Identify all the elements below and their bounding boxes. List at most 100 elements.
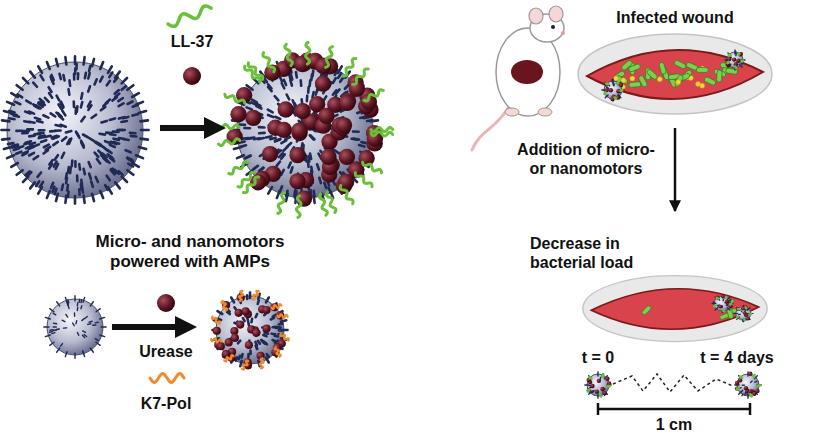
illustration-part <box>56 59 58 66</box>
illustration-part <box>78 299 80 302</box>
illustration-part <box>4 111 11 113</box>
illustration-part <box>722 309 724 311</box>
illustration-part <box>16 152 21 154</box>
illustration-part <box>81 141 84 146</box>
illustration-part <box>629 82 641 88</box>
illustration-part <box>674 60 687 70</box>
illustration-part <box>529 8 543 24</box>
illustration-part <box>289 162 291 167</box>
illustration-part <box>583 276 767 342</box>
label-text: t = 4 days <box>694 348 780 367</box>
illustration-part <box>183 67 201 85</box>
mouse-illustration <box>472 6 565 150</box>
illustration-part <box>613 374 733 392</box>
illustration-part <box>279 153 283 157</box>
illustration-part <box>111 170 115 174</box>
illustration-part <box>69 168 72 174</box>
illustration-part <box>41 75 44 80</box>
illustration-part <box>619 83 623 87</box>
illustration-part <box>620 89 624 90</box>
illustration-part <box>354 137 359 141</box>
illustration-part <box>591 289 758 329</box>
illustration-part <box>657 77 662 82</box>
illustration-part <box>67 89 70 95</box>
illustration-part <box>736 58 740 62</box>
illustration-part <box>105 141 110 143</box>
illustration-part <box>674 74 684 87</box>
illustration-part <box>24 120 29 124</box>
illustration-part <box>122 177 127 182</box>
illustration-part <box>7 155 14 158</box>
illustration-part <box>81 117 84 121</box>
illustration-part <box>727 57 731 61</box>
illustration-part <box>136 102 143 105</box>
illustration-part <box>100 317 105 319</box>
illustration-part <box>89 162 91 167</box>
illustration-part <box>279 322 282 325</box>
illustration-part <box>62 111 65 116</box>
illustration-part <box>16 129 22 132</box>
illustration-part <box>225 338 233 346</box>
illustration-part <box>140 137 148 141</box>
illustration-part <box>353 69 369 84</box>
illustration-part <box>239 356 240 359</box>
illustration-part <box>81 102 82 107</box>
illustration-part <box>247 107 252 109</box>
illustration-part <box>225 94 245 103</box>
illustration-part <box>89 174 91 179</box>
illustration-part <box>659 62 667 75</box>
illustration-part <box>2 119 10 123</box>
illustration-part <box>53 313 56 315</box>
illustration-part <box>736 387 739 390</box>
illustration-part <box>88 102 91 107</box>
illustration-part <box>50 342 54 345</box>
wound-dish <box>580 274 770 344</box>
illustration-part <box>76 106 79 112</box>
illustration-part <box>100 132 106 135</box>
illustration-part <box>55 189 57 194</box>
illustration-part <box>211 338 221 342</box>
illustration-part <box>92 194 94 201</box>
illustration-part <box>729 303 733 304</box>
illustration-part <box>738 52 740 55</box>
illustration-part <box>333 90 336 94</box>
illustration-part <box>95 339 98 341</box>
illustration-part <box>239 123 245 126</box>
illustration-part <box>607 385 610 387</box>
illustration-part <box>333 78 336 83</box>
illustration-part <box>278 101 294 117</box>
illustration-part <box>95 142 100 145</box>
illustration-part <box>168 6 211 26</box>
label-text: Urease <box>126 342 206 361</box>
illustration-part <box>353 130 359 133</box>
illustration-part <box>240 361 241 366</box>
illustration-part <box>128 102 133 104</box>
illustration-part <box>700 83 705 88</box>
illustration-part <box>111 142 116 144</box>
illustration-part <box>82 335 84 337</box>
illustration-part <box>750 394 753 397</box>
illustration-part <box>242 361 248 370</box>
illustration-part <box>355 173 372 187</box>
illustration-part <box>63 75 64 80</box>
illustration-part <box>713 301 715 302</box>
illustration-part <box>119 103 124 106</box>
illustration-part <box>128 158 133 161</box>
illustration-part <box>738 52 742 56</box>
illustration-part <box>281 170 284 175</box>
scale-bar <box>598 403 750 415</box>
illustration-part <box>23 177 28 182</box>
illustration-part <box>291 74 292 79</box>
illustration-part <box>109 72 112 77</box>
illustration-part <box>242 307 250 315</box>
illustration-part <box>715 296 719 300</box>
illustration-part <box>35 118 40 120</box>
illustration-part <box>77 133 80 138</box>
illustration-part <box>95 322 98 324</box>
illustration-part <box>107 176 110 181</box>
illustration-part <box>578 34 772 114</box>
illustration-part <box>231 297 234 302</box>
illustration-part <box>11 93 18 97</box>
illustration-part <box>237 62 373 198</box>
illustration-part <box>77 307 79 310</box>
